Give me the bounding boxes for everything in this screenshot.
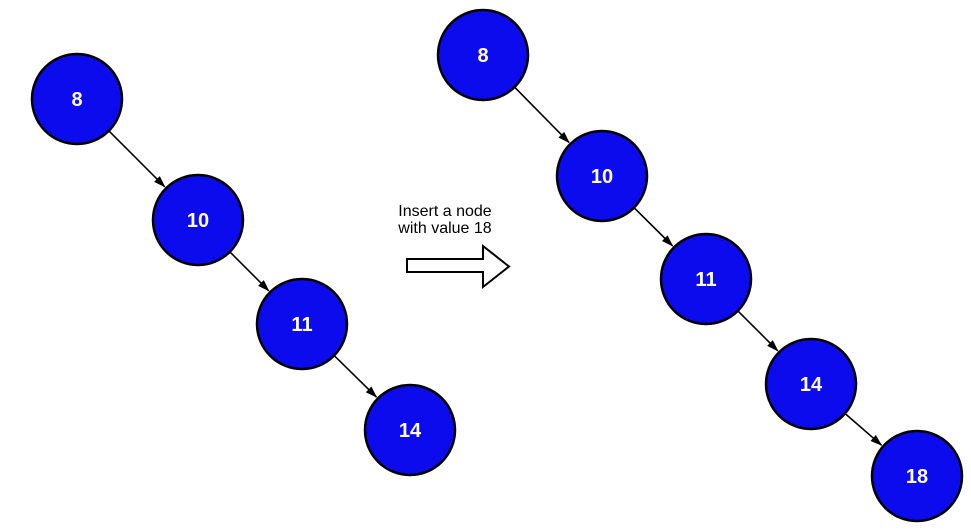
tree-node: 18: [870, 429, 964, 523]
tree-node-circle: [436, 8, 530, 102]
tree-node: 11: [659, 232, 753, 326]
tree-node: 11: [255, 277, 349, 371]
tree-node-circle: [764, 337, 858, 431]
annotation-line-2: with value 18: [397, 220, 491, 237]
tree-edge: [845, 413, 883, 446]
tree-edge: [334, 355, 378, 398]
tree-edge: [229, 251, 270, 292]
tree-node-label: 11: [695, 269, 716, 291]
tree-node-label: 18: [906, 466, 928, 488]
tree-node-circle: [30, 52, 124, 146]
tree-node-circle: [870, 429, 964, 523]
tree-node-label: 8: [477, 45, 488, 67]
tree-node: 10: [151, 173, 245, 267]
tree-node-label: 8: [71, 89, 82, 111]
tree-edge: [634, 207, 674, 247]
tree-node-label: 10: [187, 210, 209, 232]
tree-node-circle: [363, 383, 457, 477]
tree-node-circle: [151, 173, 245, 267]
tree-before: 8 10 11 14: [30, 52, 457, 477]
tree-node: 8: [30, 52, 124, 146]
tree-node-circle: [255, 277, 349, 371]
tree-node: 14: [764, 337, 858, 431]
tree-node-label: 14: [399, 420, 422, 442]
tree-after: 8 10 11 14 18: [436, 8, 964, 523]
tree-node: 10: [555, 129, 649, 223]
insert-annotation: Insert a node with value 18: [397, 203, 511, 290]
tree-edge: [737, 310, 779, 352]
transform-right-arrow-icon: [406, 243, 511, 290]
tree-node: 8: [436, 8, 530, 102]
tree-node-label: 11: [291, 314, 312, 336]
tree-node: 14: [363, 383, 457, 477]
tree-edge: [514, 87, 570, 144]
tree-node-label: 14: [800, 374, 823, 396]
tree-node-circle: [555, 129, 649, 223]
tree-node-circle: [659, 232, 753, 326]
tree-edge: [108, 130, 166, 188]
annotation-line-1: Insert a node: [398, 203, 492, 220]
tree-node-label: 10: [591, 166, 613, 188]
